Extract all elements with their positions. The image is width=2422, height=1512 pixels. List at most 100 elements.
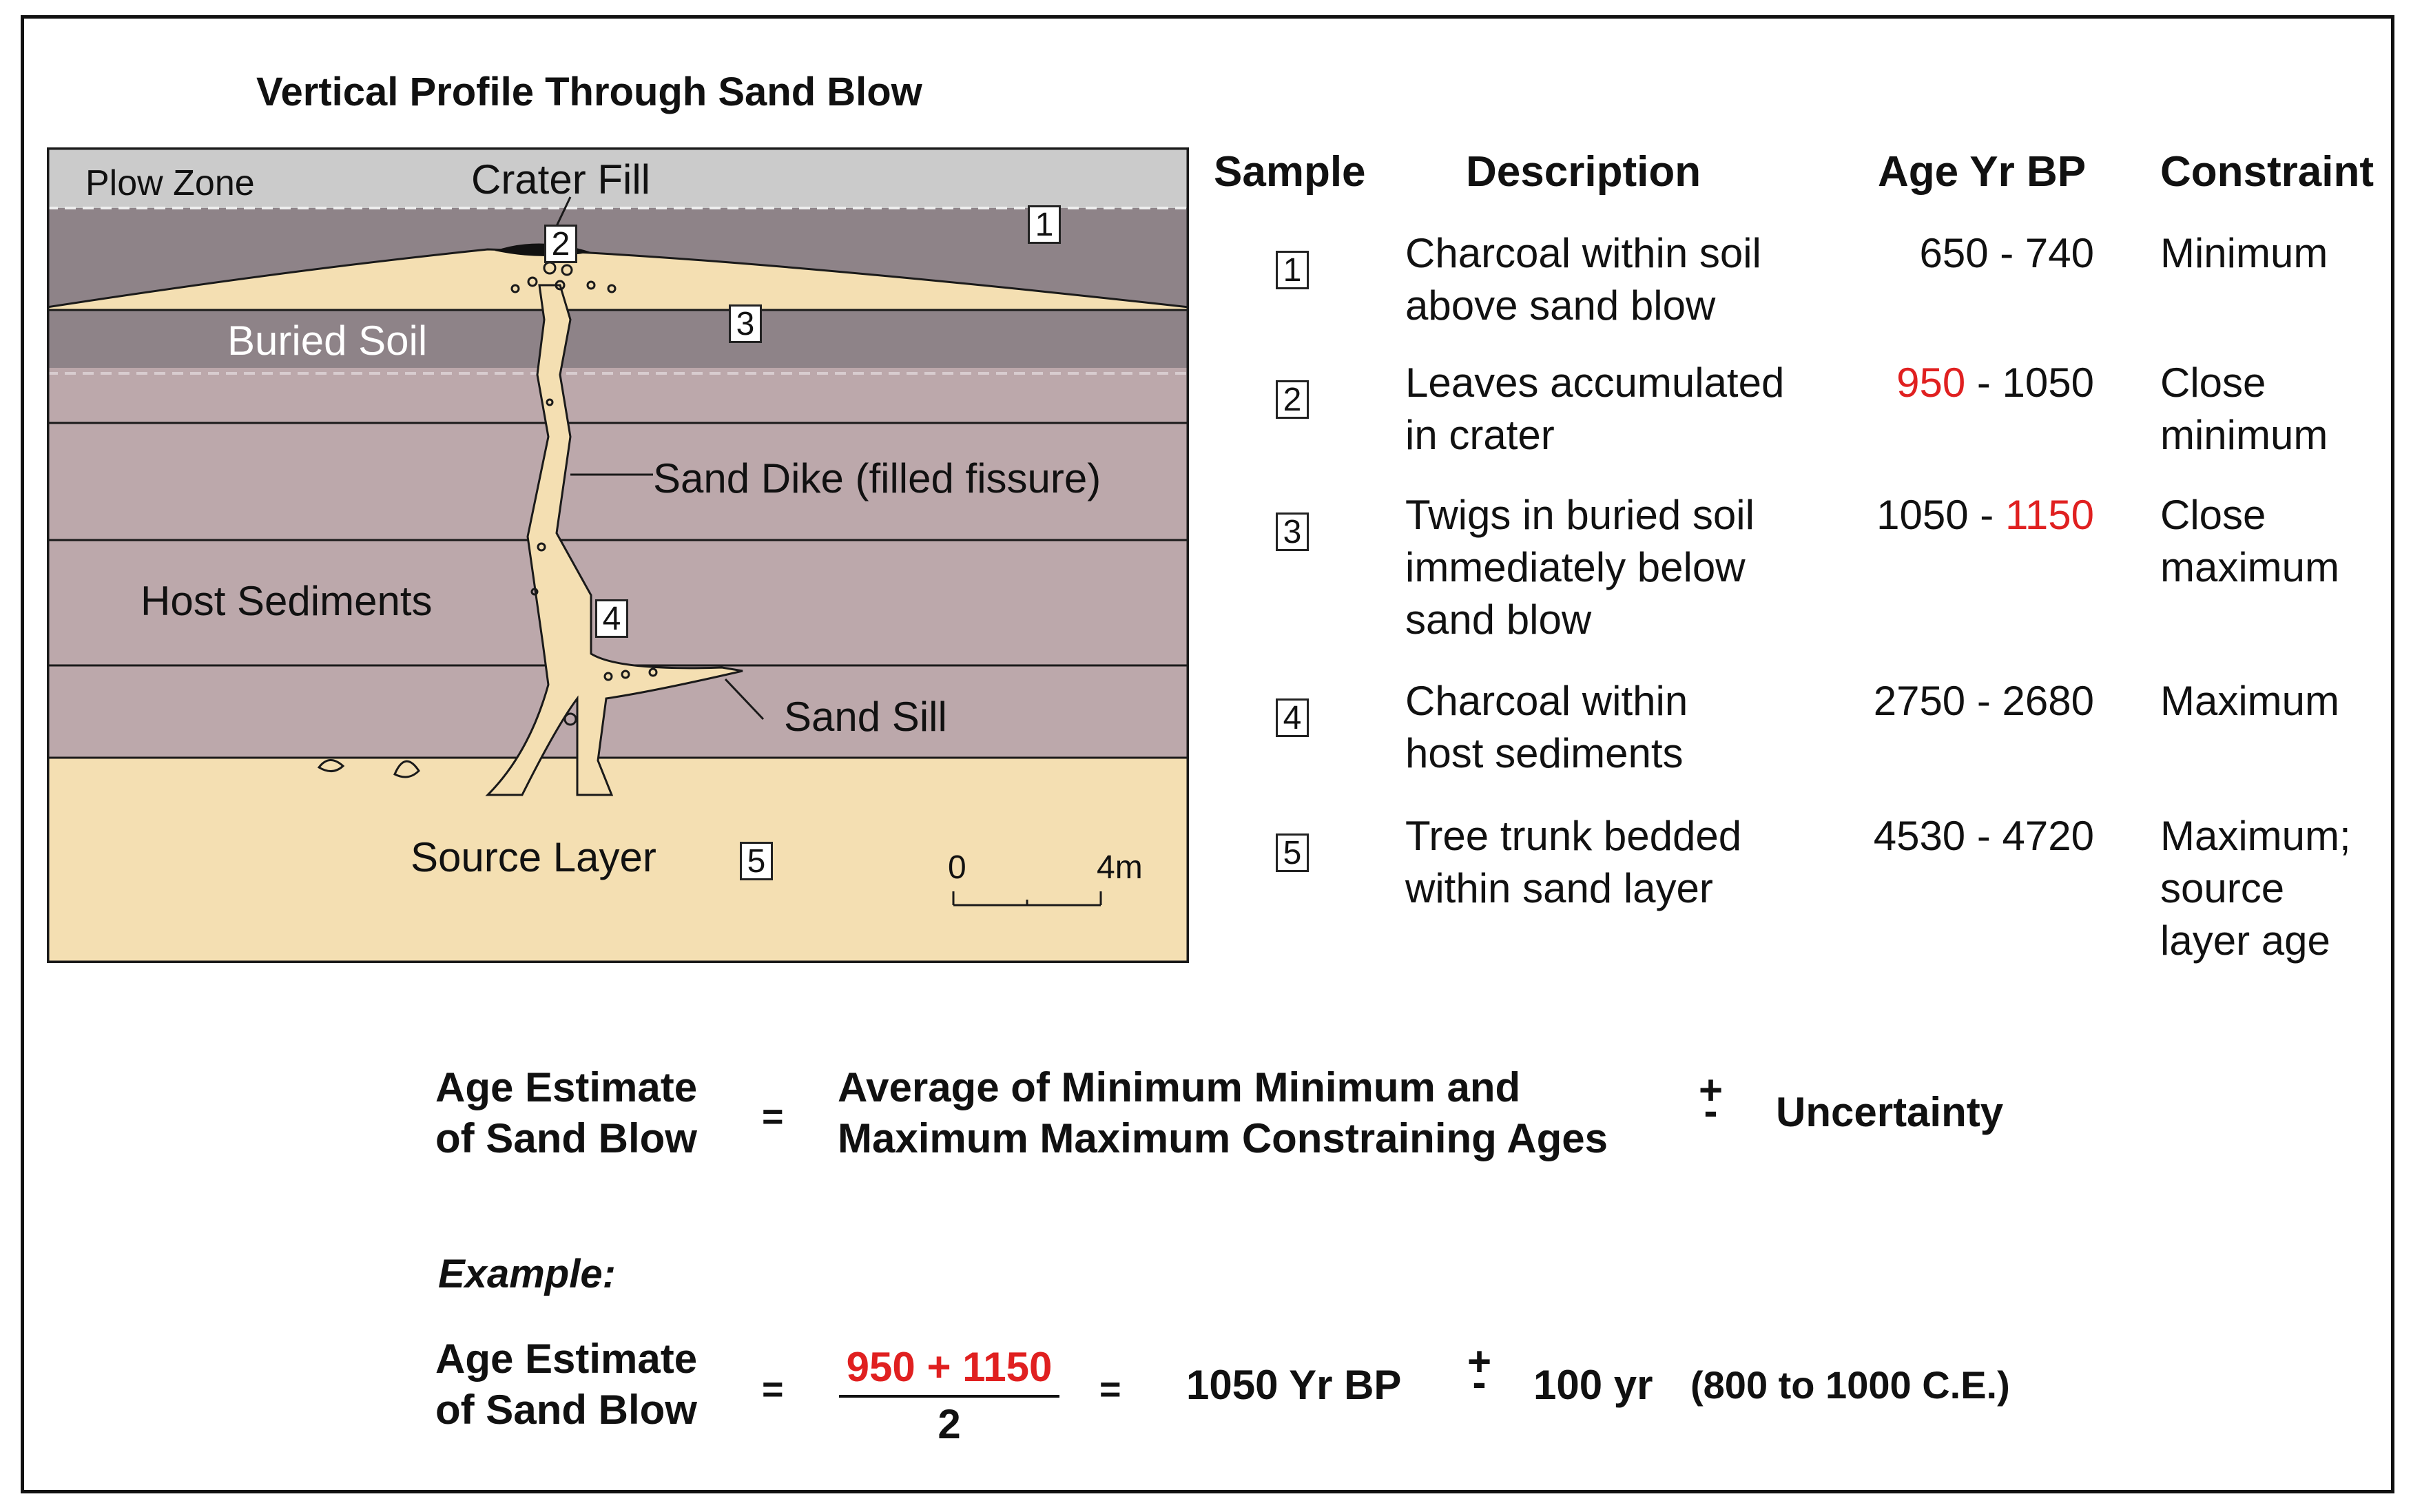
constraint-line: Close <box>2160 492 2266 538</box>
plow-zone-band <box>47 147 1189 208</box>
pebble <box>530 588 539 596</box>
age-low: 1050 <box>1876 492 1969 538</box>
host-sediments-band <box>47 368 1189 758</box>
age-separator: - <box>1965 678 2002 724</box>
age-low: 2750 <box>1873 678 1966 724</box>
table-age-range: 950 - 1050 <box>1763 357 2094 409</box>
sand-blow-profile-diagram <box>47 147 1189 963</box>
table-constraint: Close maximum <box>2160 489 2339 594</box>
formula-lhs: Age Estimate of Sand Blow <box>435 1062 697 1164</box>
description-line: host sediments <box>1405 730 1684 776</box>
example-plus-minus: + - <box>1467 1341 1491 1405</box>
formula-rhs-line: Average of Minimum Minimum and <box>838 1064 1521 1110</box>
sample-marker-4: 4 <box>595 599 628 638</box>
pebble <box>527 276 538 287</box>
table-sample-number: 2 <box>1276 380 1309 419</box>
table-age-range: 2750 - 2680 <box>1763 675 2094 727</box>
table-sample-number: 4 <box>1276 698 1309 737</box>
example-lhs-line: of Sand Blow <box>435 1387 697 1433</box>
example-lhs: Age Estimate of Sand Blow <box>435 1334 697 1436</box>
age-high: 1050 <box>2002 360 2094 406</box>
pebble <box>537 542 546 552</box>
example-equals: = <box>762 1369 784 1410</box>
example-result: 1050 Yr BP <box>1186 1362 1402 1408</box>
pebble <box>510 284 520 293</box>
description-line: above sand blow <box>1405 282 1716 329</box>
header-description: Description <box>1466 148 1701 196</box>
constraint-line: Maximum <box>2160 678 2340 724</box>
age-high: 1150 <box>2005 492 2094 538</box>
pebble <box>648 667 658 677</box>
diagram-title: Vertical Profile Through Sand Blow <box>256 70 922 114</box>
description-line: in crater <box>1405 412 1555 458</box>
description-line: within sand layer <box>1405 865 1713 911</box>
figure-frame <box>21 15 2394 1493</box>
pebble <box>603 672 613 681</box>
scale-end-label: 4m <box>1097 849 1143 886</box>
plow-zone-label: Plow Zone <box>85 163 255 203</box>
age-high: 740 <box>2025 230 2094 276</box>
formula-lhs-line: Age Estimate <box>435 1064 698 1110</box>
age-separator: - <box>1988 230 2025 276</box>
table-sample-number: 5 <box>1276 833 1309 872</box>
example-uncertainty: 100 yr <box>1533 1362 1653 1408</box>
formula-rhs: Average of Minimum Minimum and Maximum M… <box>838 1062 1608 1164</box>
constraint-line: Minimum <box>2160 230 2328 276</box>
source-layer-band <box>47 758 1189 963</box>
sand-blow-deposit <box>47 248 1189 311</box>
table-sample-number: 3 <box>1276 512 1309 551</box>
table-constraint: Maximum <box>2160 675 2339 727</box>
example-equals-2: = <box>1099 1369 1121 1410</box>
description-line: sand blow <box>1405 597 1592 643</box>
age-low: 4530 <box>1873 813 1966 859</box>
sample-marker-5: 5 <box>740 842 773 880</box>
crater-fill-label: Crater Fill <box>471 156 651 203</box>
constraint-line: maximum <box>2160 544 2340 590</box>
diagram-outline <box>47 147 1189 963</box>
tree-trunk-fragment <box>393 760 420 778</box>
scale-start-label: 0 <box>948 849 966 886</box>
table-constraint: Minimum <box>2160 227 2328 280</box>
description-line: Twigs in buried soil <box>1405 492 1755 538</box>
description-line: Leaves accumulated <box>1405 360 1785 406</box>
constraint-line: layer age <box>2160 918 2330 964</box>
description-line: immediately below <box>1405 544 1746 590</box>
pebble <box>546 398 554 406</box>
sand-sill-leader <box>724 678 765 721</box>
age-separator: - <box>1968 492 2005 538</box>
sand-dike-label: Sand Dike (filled fissure) <box>653 455 1101 501</box>
sample-marker-3: 3 <box>729 304 762 343</box>
host-sediments-label: Host Sediments <box>141 578 433 624</box>
formula-equals: = <box>762 1096 784 1137</box>
age-low: 650 <box>1919 230 1989 276</box>
minus-sign: - <box>1472 1359 1487 1405</box>
sand-dike <box>485 284 743 796</box>
sample-marker-2: 2 <box>544 225 577 263</box>
header-sample: Sample <box>1214 148 1366 196</box>
source-layer-label: Source Layer <box>411 834 656 880</box>
constraint-line: minimum <box>2160 412 2328 458</box>
table-description: Twigs in buried soil immediately below san… <box>1405 489 1755 646</box>
header-constraint: Constraint <box>2160 148 2374 196</box>
formula-rhs-line: Maximum Maximum Constraining Ages <box>838 1115 1608 1161</box>
constraint-line: Close <box>2160 360 2266 406</box>
pebble <box>555 280 566 291</box>
example-range: (800 to 1000 C.E.) <box>1690 1363 2010 1407</box>
age-separator: - <box>1965 360 2002 406</box>
example-label: Example: <box>438 1252 616 1296</box>
table-description: Tree trunk bedded within sand layer <box>1405 810 1741 915</box>
description-line: Tree trunk bedded <box>1405 813 1742 859</box>
table-age-range: 650 - 740 <box>1763 227 2094 280</box>
buried-soil-label: Buried Soil <box>227 318 428 364</box>
table-sample-number: 1 <box>1276 251 1309 289</box>
minus-sign: - <box>1704 1088 1718 1134</box>
tree-trunk-fragment <box>317 759 345 772</box>
example-denominator: 2 <box>938 1401 961 1447</box>
pebble <box>561 264 573 276</box>
age-separator: - <box>1965 813 2002 859</box>
description-line: Charcoal within soil <box>1405 230 1761 276</box>
constraint-line: Maximum; <box>2160 813 2351 859</box>
age-low: 950 <box>1896 360 1966 406</box>
table-description: Leaves accumulated in crater <box>1405 357 1784 462</box>
